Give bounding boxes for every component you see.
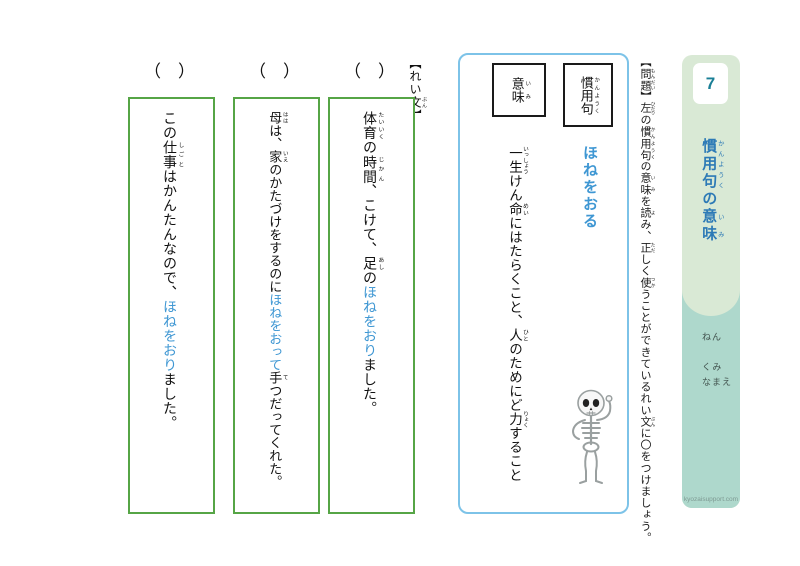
- meaning-text: 一生いっしょうけん命めいにはたらくこと、人ひとのためにど力りょくすること: [507, 146, 528, 483]
- class-field-label[interactable]: くみ: [702, 362, 723, 372]
- answer-parentheses-2[interactable]: （ ）: [249, 62, 300, 81]
- worksheet-title: 慣用句かんようくの意味いみ: [700, 138, 724, 243]
- year-field-label[interactable]: ねん: [702, 332, 723, 342]
- meaning-header-box: 意味いみ: [492, 63, 546, 117]
- meaning-header-label: 意味いみ: [509, 77, 531, 103]
- example-sentence-3: この仕事しごとはかんたんなので、ほねをおりました。: [162, 111, 183, 430]
- idiom-header-box: 慣用句かんようく: [563, 63, 613, 127]
- answer-parentheses-3[interactable]: （ ）: [144, 62, 195, 81]
- idiom-card: 慣用句かんようく 意味いみ ほねをおる 一生いっしょうけん命めいにはたらくこと、…: [458, 53, 629, 514]
- skeleton-icon: [571, 389, 613, 484]
- idiom-header-label: 慣用句かんようく: [578, 75, 600, 115]
- name-field-label[interactable]: なまえ: [702, 377, 733, 387]
- example-box-2: 母ははは、家いえのかたづけをするのにほねをおって手てつだってくれた。: [233, 97, 320, 514]
- site-credit: kyozaisupport.com: [683, 496, 739, 503]
- sidebar: 7 慣用句かんようくの意味いみ ねん くみ なまえ kyozaisupport.…: [682, 55, 740, 508]
- answer-parentheses-1[interactable]: （ ）: [344, 62, 395, 81]
- lesson-number-badge: 7: [693, 63, 728, 104]
- example-sentence-1: 体育たいいくの時間じかん、こけて、足あしのほねをおりました。: [362, 111, 383, 416]
- idiom-text: ほねをおる: [581, 145, 598, 230]
- example-section-label: 【れい文ぶん】: [408, 57, 427, 122]
- example-box-1: 体育たいいくの時間じかん、こけて、足あしのほねをおりました。: [328, 97, 415, 514]
- example-box-3: この仕事しごとはかんたんなので、ほねをおりました。: [128, 97, 215, 514]
- name-fields-panel: [682, 290, 740, 508]
- example-sentence-2: 母ははは、家いえのかたづけをするのにほねをおって手てつだってくれた。: [267, 111, 288, 488]
- instructions-text: 【問題もんだい】左ひだりの慣用句かんようくの意味いみを読よみ、正ただしく使つかう…: [639, 56, 656, 544]
